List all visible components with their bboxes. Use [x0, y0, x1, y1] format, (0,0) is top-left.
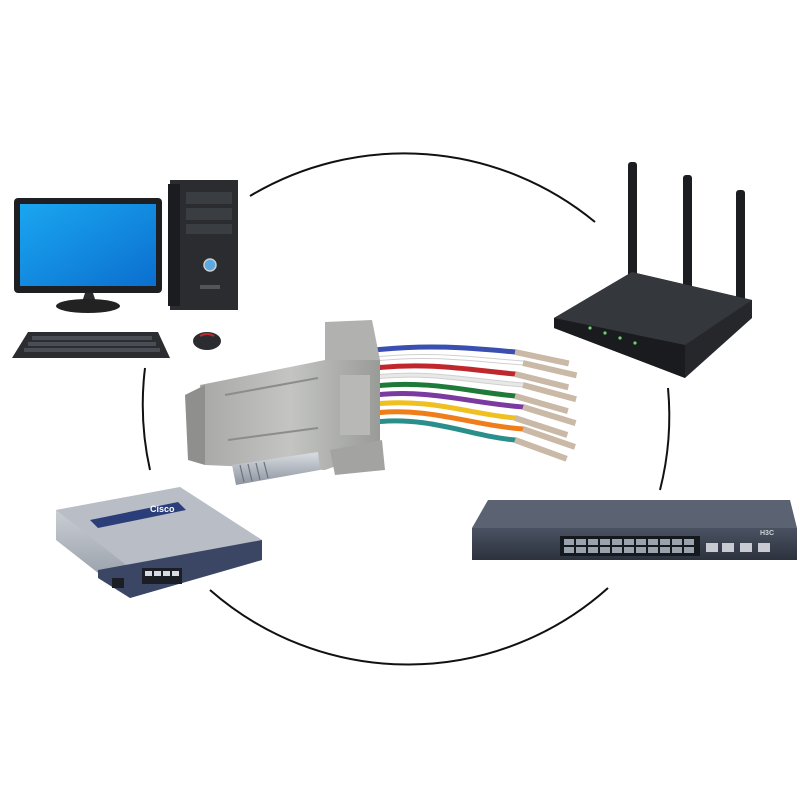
arc-left: [141, 367, 151, 471]
vpn-router-brand: Cisco: [150, 504, 175, 514]
wire-highlight: [373, 373, 525, 387]
connection-circle: [141, 152, 671, 666]
crimp-pin: [522, 404, 577, 426]
switch-brand: H3C: [760, 530, 774, 537]
wire: [372, 418, 518, 443]
crimp-pin: [513, 437, 568, 462]
router-icon: [554, 162, 752, 378]
crimp-pin: [514, 415, 569, 438]
crimp-pin: [522, 382, 577, 403]
wire: [372, 363, 518, 377]
wire: [372, 344, 518, 355]
vpn-router-icon: Cisco: [56, 487, 262, 598]
wire: [372, 381, 518, 399]
wire: [372, 400, 518, 421]
desktop-computer-icon: [12, 180, 238, 358]
arc-top: [249, 152, 596, 223]
crimp-pin: [514, 371, 570, 391]
switch-icon: H3C: [472, 500, 797, 560]
crimp-pin: [514, 393, 569, 415]
adapter-icon: [185, 320, 578, 485]
wire: [372, 409, 526, 432]
arc-bottom: [209, 587, 609, 666]
arc-right: [659, 387, 671, 491]
wire: [372, 391, 526, 410]
adapter-wires: [372, 344, 578, 462]
crimp-pin: [514, 349, 570, 367]
wire-highlight: [373, 354, 525, 365]
crimp-pin: [522, 360, 578, 379]
crimp-pin: [522, 426, 576, 450]
